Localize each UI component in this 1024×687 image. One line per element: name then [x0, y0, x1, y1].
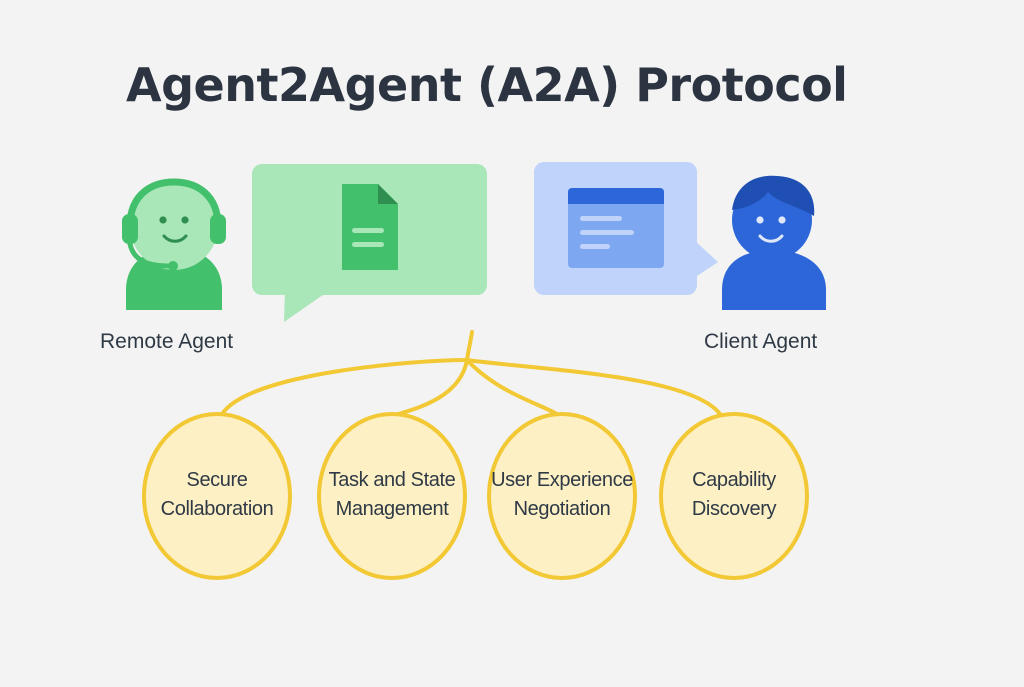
- connector-to-capability-discovery: [465, 358, 722, 416]
- connector-to-task-and-state: [390, 358, 469, 418]
- node-label-task-and-state-management: Task and State Management: [312, 466, 472, 524]
- node-label-user-experience-negotiation: User Experience Negotiation: [482, 466, 642, 524]
- node-label-line: Secure: [186, 469, 248, 491]
- node-label-secure-collaboration: Secure Collaboration: [137, 466, 297, 524]
- node-user-experience-negotiation: [487, 412, 637, 580]
- node-label-line: Collaboration: [160, 498, 274, 520]
- document-icon: [342, 184, 398, 270]
- client-message-bubble: [534, 162, 718, 295]
- page-title: Agent2Agent (A2A) Protocol: [126, 58, 848, 112]
- node-label-line: Task and State: [328, 469, 456, 491]
- node-label-capability-discovery: Capability Discovery: [654, 466, 814, 524]
- capability-nodes: [142, 412, 809, 580]
- client-agent-label: Client Agent: [704, 330, 818, 353]
- node-label-line: Capability: [692, 469, 776, 491]
- node-label-line: Discovery: [691, 498, 777, 520]
- node-capability-discovery: [659, 412, 809, 580]
- connector-to-secure-collaboration: [220, 358, 469, 416]
- remote-agent-label: Remote Agent: [100, 330, 234, 353]
- connector-stem: [465, 330, 474, 362]
- node-secure-collaboration: [142, 412, 292, 580]
- node-label-line: User Experience: [491, 469, 633, 491]
- node-label-line: Negotiation: [513, 498, 611, 520]
- remote-agent-icon: [122, 178, 226, 310]
- node-task-and-state-management: [317, 412, 467, 580]
- node-label-line: Management: [335, 498, 449, 520]
- connector-lines: [220, 330, 722, 418]
- remote-message-bubble: [252, 164, 487, 322]
- client-agent-icon: [722, 175, 826, 310]
- window-icon: [568, 188, 664, 268]
